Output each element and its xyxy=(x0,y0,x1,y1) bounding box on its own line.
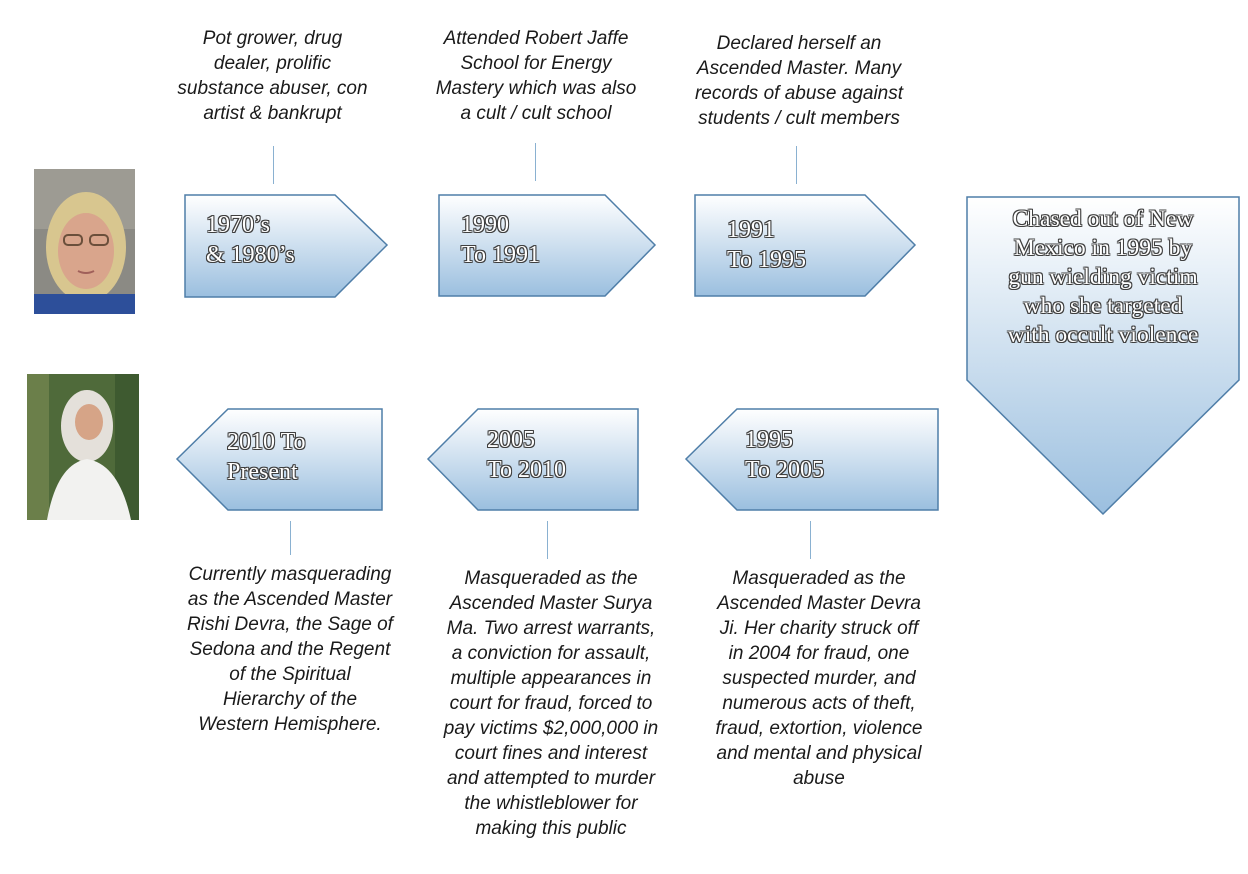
arrow-period-1990 xyxy=(438,194,657,297)
arrow-period-1991 xyxy=(694,194,917,297)
arrow-period-2010 xyxy=(175,408,383,511)
period-description-1995: Masqueraded as the Ascended Master Devra… xyxy=(715,568,923,789)
connector-line xyxy=(810,521,811,559)
period-description-1991: Declared herself an Ascended Master. Man… xyxy=(694,33,904,129)
transition-pentagon xyxy=(966,196,1240,516)
connector-line xyxy=(290,521,291,555)
transition-text: Chased out of New Mexico in 1995 by gun … xyxy=(1007,206,1199,348)
connector-line xyxy=(547,521,548,559)
period-description-1990: Attended Robert Jaffe School for Energy … xyxy=(435,28,637,124)
period-description-2010: Currently masquerading as the Ascended M… xyxy=(187,564,393,735)
period-label-2005: 2005 To 2010 xyxy=(487,427,566,483)
arrow-period-2005 xyxy=(426,408,639,511)
connector-line xyxy=(535,143,536,181)
period-description-2005: Masqueraded as the Ascended Master Surya… xyxy=(443,568,659,839)
portrait-photo-early xyxy=(34,169,135,314)
period-description-1970s: Pot grower, drug dealer, prolific substa… xyxy=(177,28,368,124)
period-label-1995: 1995 To 2005 xyxy=(745,427,824,483)
period-label-2010: 2010 To Present xyxy=(227,429,306,485)
period-label-1991: 1991 To 1995 xyxy=(727,217,806,273)
period-label-1970s: 1970’s & 1980’s xyxy=(206,212,295,268)
connector-line xyxy=(273,146,274,184)
connector-line xyxy=(796,146,797,184)
arrow-period-1995 xyxy=(684,408,939,511)
portrait-photo-recent xyxy=(27,374,139,520)
period-label-1990: 1990 To 1991 xyxy=(461,212,540,268)
arrow-period-1970s xyxy=(184,194,389,298)
